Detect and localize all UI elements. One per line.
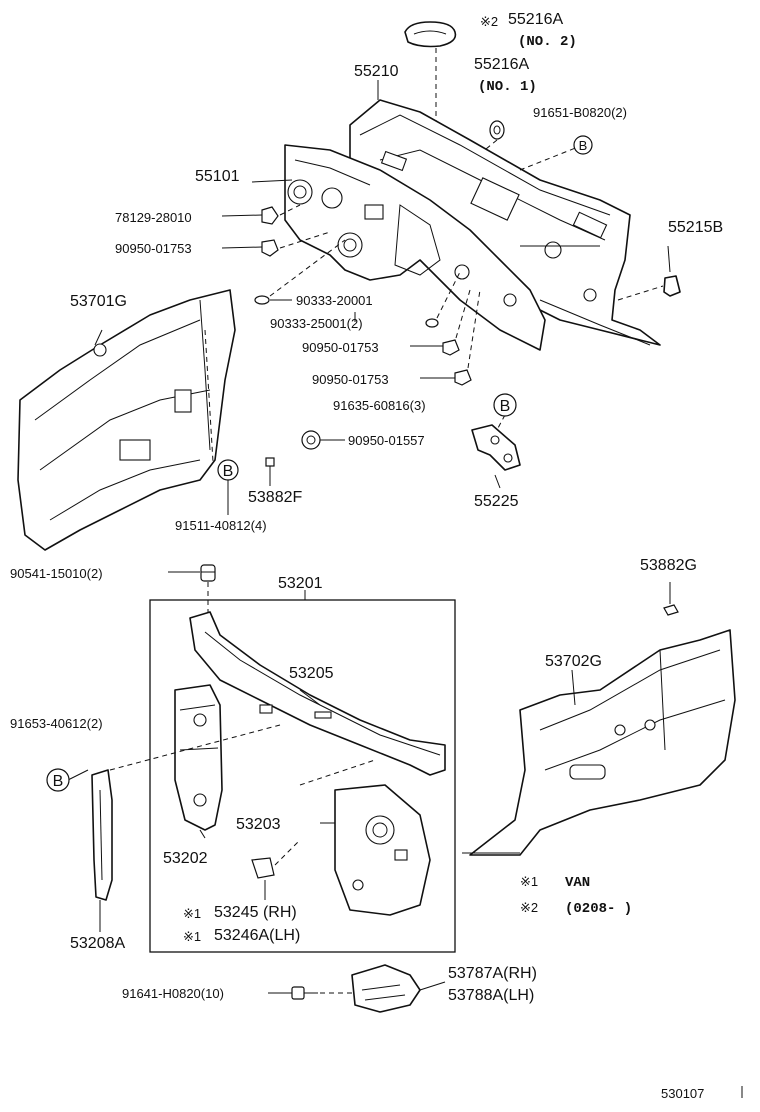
label-91511: 91511-40812(4) [175, 518, 267, 533]
part-53702G-shape [469, 629, 736, 856]
part-55216A-no1-shape [489, 120, 505, 140]
part-53787A-shape [351, 964, 421, 1013]
label-90333-20001: 90333-20001 [296, 293, 373, 308]
label-53202: 53202 [163, 850, 208, 867]
label-55216A-no2-note: (NO. 2) [518, 34, 577, 50]
label-55215B: 55215B [668, 219, 723, 236]
label-90541: 90541-15010(2) [10, 566, 103, 581]
bolt-90541 [200, 564, 216, 582]
clip-78129 [261, 206, 279, 225]
clip-90950-b [442, 339, 460, 356]
label-55225: 55225 [474, 493, 519, 510]
part-53701G-shape [17, 289, 236, 551]
label-53702G: 53702G [545, 653, 602, 670]
part-53205-shape [189, 611, 446, 776]
label-90950-c: 90950-01753 [312, 372, 389, 387]
label-53788A: 53788A(LH) [448, 987, 534, 1004]
label-91641: 91641-H0820(10) [122, 986, 224, 1001]
figure-number: 530107 [661, 1086, 704, 1101]
part-53203-shape [334, 784, 431, 916]
label-53203: 53203 [236, 816, 281, 833]
part-53245-shape [251, 857, 275, 879]
label-55216A-no1: 55216A [474, 56, 529, 73]
label-53882G: 53882G [640, 557, 697, 574]
label-55216A-no2-mark: ※2 [480, 14, 498, 29]
label-53201: 53201 [278, 575, 323, 592]
label-53701G: 53701G [70, 293, 127, 310]
label-53245-mark: ※1 [183, 906, 201, 921]
label-78129: 78129-28010 [115, 210, 192, 225]
part-55225-shape [471, 424, 521, 471]
part-55215B-shape [663, 275, 681, 297]
label-53882F: 53882F [248, 489, 302, 506]
label-53208A: 53208A [70, 935, 125, 952]
label-53787A: 53787A(RH) [448, 965, 537, 982]
label-90333-25001: 90333-25001(2) [270, 316, 363, 331]
svg-text:B: B [223, 463, 234, 480]
label-90950-01557: 90950-01557 [348, 433, 425, 448]
label-53205: 53205 [289, 665, 334, 682]
label-53246A-mark: ※1 [183, 929, 201, 944]
legend-text-1: VAN [565, 875, 590, 891]
ref-circle-b-top: B [573, 135, 593, 155]
part-55216A-no2-shape [404, 21, 457, 48]
label-91635: 91635-60816(3) [333, 398, 426, 413]
bolt-91641 [291, 986, 318, 1000]
ref-circle-b-lower: B [46, 768, 70, 792]
label-55101: 55101 [195, 168, 240, 185]
ref-circle-b-left: B [217, 459, 239, 481]
part-53208A-shape [91, 769, 113, 901]
label-91651: 91651-B0820(2) [533, 105, 627, 120]
label-55216A-no1-note: (NO. 1) [478, 79, 537, 95]
svg-text:B: B [53, 773, 64, 790]
ref-circle-b-mid: B [493, 393, 517, 417]
label-53246A: 53246A(LH) [214, 927, 300, 944]
legend-mark-2: ※2 [520, 900, 538, 915]
label-55210: 55210 [354, 63, 399, 80]
legend-mark-1: ※1 [520, 874, 538, 889]
nut-90950-01557 [301, 430, 321, 450]
legend-text-2: (0208- ) [565, 901, 632, 917]
label-90950-a: 90950-01753 [115, 241, 192, 256]
svg-text:B: B [579, 138, 588, 153]
radiator-support-box [149, 599, 456, 953]
svg-text:B: B [500, 398, 511, 415]
label-55216A-no2: 55216A [508, 11, 563, 28]
label-53245: 53245 (RH) [214, 904, 297, 921]
label-91653: 91653-40612(2) [10, 716, 103, 731]
part-53202-shape [174, 684, 223, 831]
clip-90950-c [454, 369, 472, 386]
legend: ※1 VAN ※2 (0208- ) [520, 874, 632, 917]
label-90950-b: 90950-01753 [302, 340, 379, 355]
clip-90950-a [261, 239, 279, 257]
